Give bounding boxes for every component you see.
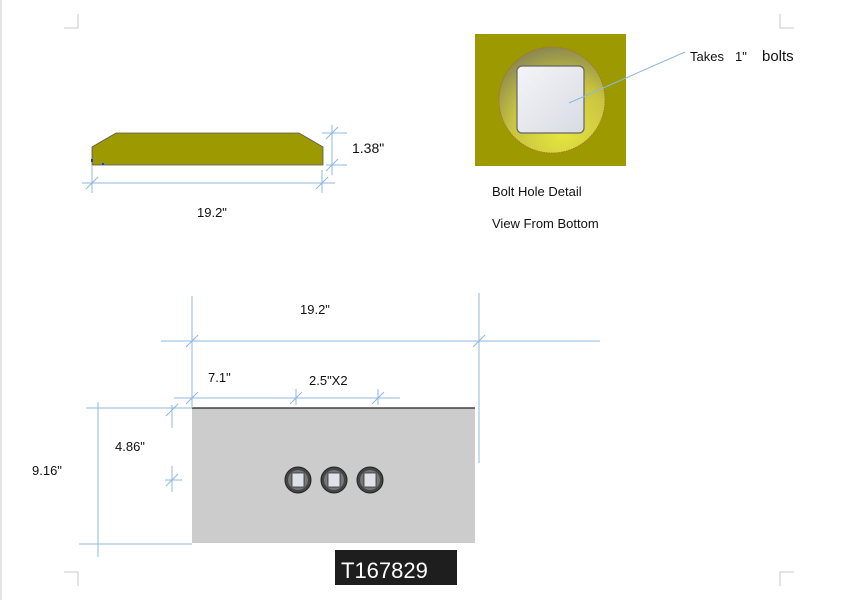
top-view: 19.2" 7.1" 2.5"X2 4.86" 9.16" bbox=[32, 293, 600, 557]
bolt-hole bbox=[356, 466, 384, 494]
callout-unit: bolts bbox=[762, 48, 794, 65]
bolt-holes bbox=[284, 466, 384, 494]
side-width-dimension bbox=[82, 125, 347, 193]
callout-size: 1" bbox=[735, 49, 747, 64]
top-width-label: 19.2" bbox=[300, 302, 330, 317]
offset-label: 7.1" bbox=[208, 370, 231, 385]
caption-bolt-hole-detail: Bolt Hole Detail bbox=[492, 184, 582, 199]
bolt-hole-detail: Takes 1" bolts Bolt Hole Detail View Fro… bbox=[475, 34, 794, 231]
hole-offset-label: 4.86" bbox=[115, 439, 145, 454]
side-height-label: 1.38" bbox=[352, 140, 384, 156]
bolt-hole bbox=[284, 466, 312, 494]
leader-line bbox=[568, 51, 686, 104]
top-view-dimensions bbox=[79, 293, 600, 557]
side-width-label: 19.2" bbox=[197, 205, 227, 220]
plate-side-profile bbox=[91, 132, 324, 166]
bolt-hole bbox=[320, 466, 348, 494]
spacing-label: 2.5"X2 bbox=[309, 373, 348, 388]
callout-takes: Takes bbox=[690, 49, 724, 64]
part-number: T167829 bbox=[341, 558, 428, 583]
side-view: 1.38" 19.2" bbox=[82, 125, 384, 220]
caption-view-from-bottom: View From Bottom bbox=[492, 216, 599, 231]
part-number-badge: T167829 bbox=[335, 550, 457, 585]
page-corner-marks bbox=[64, 14, 794, 586]
depth-label: 9.16" bbox=[32, 463, 62, 478]
